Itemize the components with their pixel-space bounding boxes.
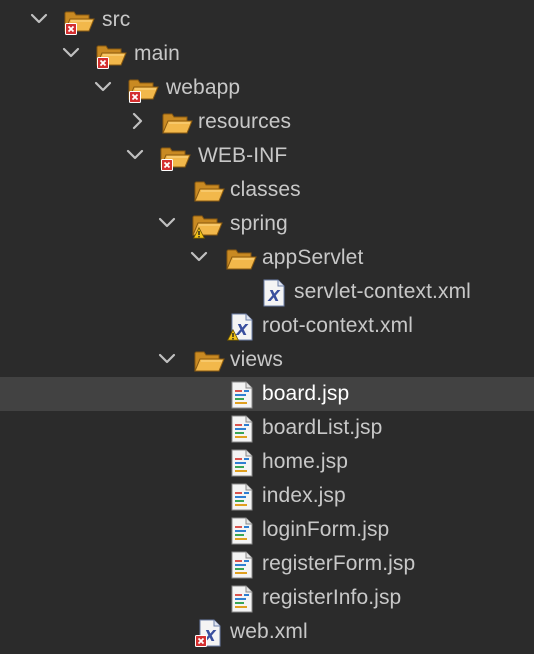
tree-row-src[interactable]: src <box>0 3 534 37</box>
jsp-file-icon <box>224 380 258 410</box>
tree-row-resources[interactable]: resources <box>0 105 534 139</box>
tree-item-label: loginForm.jsp <box>262 518 390 541</box>
tree-item-label: views <box>230 348 284 371</box>
tree-row-board-jsp[interactable]: board.jsp <box>0 377 534 411</box>
tree-item-label: boardList.jsp <box>262 416 383 439</box>
xml-file-icon <box>256 278 290 308</box>
tree-row-root-context[interactable]: root-context.xml <box>0 309 534 343</box>
xml-file-icon <box>224 312 258 342</box>
tree-row-views[interactable]: views <box>0 343 534 377</box>
tree-row-index-jsp[interactable]: index.jsp <box>0 479 534 513</box>
tree-row-appservlet[interactable]: appServlet <box>0 241 534 275</box>
tree-row-home-jsp[interactable]: home.jsp <box>0 445 534 479</box>
error-badge-icon <box>161 159 173 171</box>
error-badge-icon <box>129 91 141 103</box>
tree-item-label: home.jsp <box>262 450 349 473</box>
tree-item-label: main <box>134 42 180 65</box>
chevron-down-icon[interactable] <box>124 144 146 166</box>
folder-open-icon <box>126 74 160 104</box>
tree-row-boardlist-jsp[interactable]: boardList.jsp <box>0 411 534 445</box>
tree-row-registerform-jsp[interactable]: registerForm.jsp <box>0 547 534 581</box>
chevron-down-icon[interactable] <box>188 246 210 268</box>
warning-badge-icon <box>227 329 239 341</box>
chevron-down-icon[interactable] <box>92 76 114 98</box>
jsp-file-icon <box>224 516 258 546</box>
folder-open-icon <box>62 6 96 36</box>
chevron-down-icon[interactable] <box>156 212 178 234</box>
tree-row-web-xml[interactable]: web.xml <box>0 615 534 649</box>
tree-item-label: root-context.xml <box>262 314 413 337</box>
jsp-file-icon <box>224 584 258 614</box>
folder-open-icon <box>192 176 226 206</box>
tree-row-loginform-jsp[interactable]: loginForm.jsp <box>0 513 534 547</box>
jsp-file-icon <box>224 448 258 478</box>
error-badge-icon <box>195 635 207 647</box>
folder-open-icon <box>160 108 194 138</box>
tree-item-label: resources <box>198 110 292 133</box>
tree-item-label: index.jsp <box>262 484 346 507</box>
chevron-down-icon[interactable] <box>60 42 82 64</box>
xml-file-icon <box>192 618 226 648</box>
folder-open-icon <box>192 346 226 376</box>
tree-row-spring[interactable]: spring <box>0 207 534 241</box>
chevron-right-icon[interactable] <box>126 110 148 132</box>
tree-item-label: WEB-INF <box>198 144 288 167</box>
jsp-file-icon <box>224 482 258 512</box>
folder-open-icon <box>158 142 192 172</box>
tree-item-label: appServlet <box>262 246 364 269</box>
tree-row-webapp[interactable]: webapp <box>0 71 534 105</box>
folder-open-icon <box>224 244 258 274</box>
tree-row-web-inf[interactable]: WEB-INF <box>0 139 534 173</box>
chevron-down-icon[interactable] <box>28 8 50 30</box>
tree-item-label: webapp <box>166 76 241 99</box>
folder-open-icon <box>190 210 224 240</box>
warning-badge-icon <box>193 227 205 239</box>
tree-item-label: src <box>102 8 131 31</box>
tree-item-label: web.xml <box>230 620 308 643</box>
tree-row-main[interactable]: main <box>0 37 534 71</box>
error-badge-icon <box>65 23 77 35</box>
tree-item-label: servlet-context.xml <box>294 280 471 303</box>
tree-row-registerinfo-jsp[interactable]: registerInfo.jsp <box>0 581 534 615</box>
folder-open-icon <box>94 40 128 70</box>
jsp-file-icon <box>224 550 258 580</box>
tree-item-label: spring <box>230 212 288 235</box>
tree-item-label: classes <box>230 178 301 201</box>
tree-item-label: registerForm.jsp <box>262 552 416 575</box>
tree-item-label: registerInfo.jsp <box>262 586 402 609</box>
jsp-file-icon <box>224 414 258 444</box>
error-badge-icon <box>97 57 109 69</box>
tree-row-classes[interactable]: classes <box>0 173 534 207</box>
chevron-down-icon[interactable] <box>156 348 178 370</box>
tree-row-servlet-context[interactable]: servlet-context.xml <box>0 275 534 309</box>
tree-item-label: board.jsp <box>262 382 350 405</box>
